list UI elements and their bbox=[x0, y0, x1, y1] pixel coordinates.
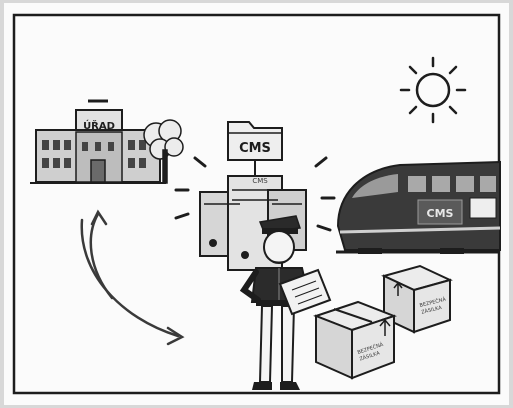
cms-server-label: CMS bbox=[252, 177, 268, 185]
shipping-box-icon bbox=[316, 302, 394, 378]
cms-folder-label: CMS bbox=[239, 141, 271, 156]
train-cms-label: CMS bbox=[427, 207, 454, 220]
office-sign: ÚŘAD bbox=[83, 119, 115, 132]
